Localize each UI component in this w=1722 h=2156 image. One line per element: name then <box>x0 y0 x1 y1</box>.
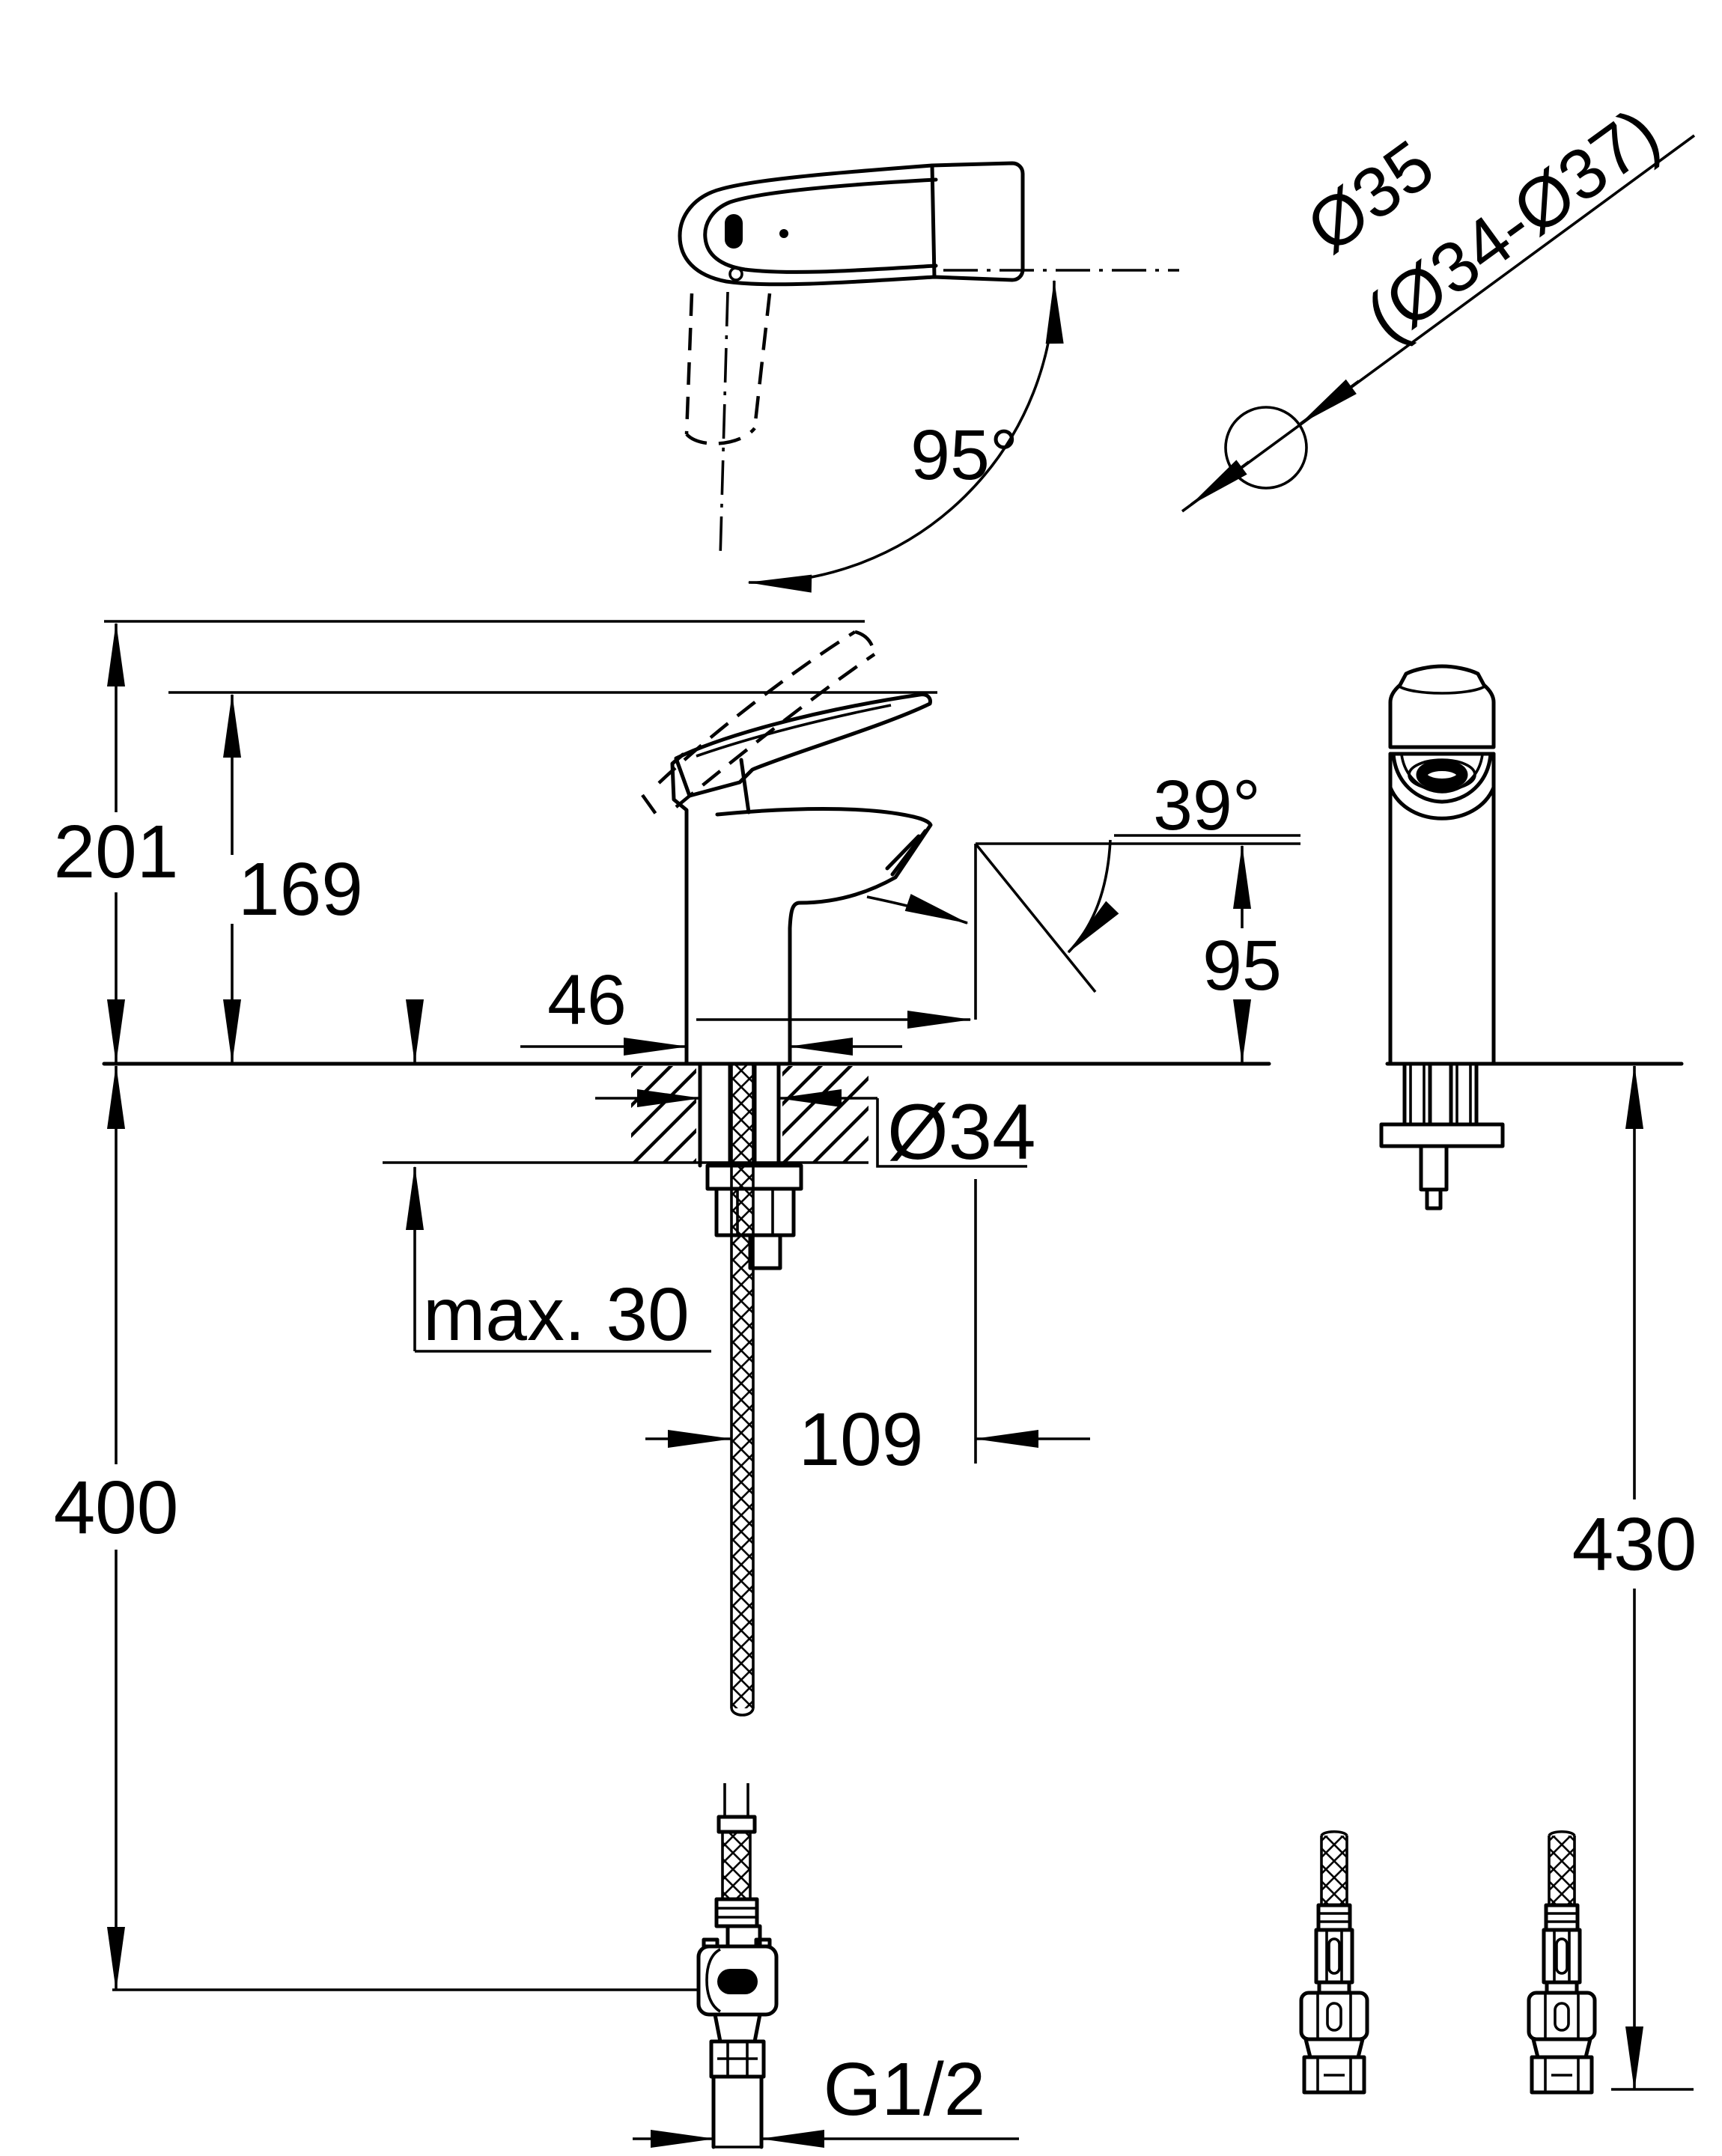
connector-ferrule <box>1316 1903 1352 1932</box>
dim-46-label: 46 <box>547 960 627 1040</box>
dim-95-label: 95 <box>1202 926 1282 1005</box>
front-stud-tip <box>1425 1187 1443 1211</box>
side-view-dimensions: 201 169 46 95 Ø34 max. 30 109 400 <box>54 620 1282 1991</box>
lever-open-dashed-bottom <box>675 653 876 808</box>
g12-collar <box>717 1815 757 1834</box>
handle-base-dashed-left <box>684 293 694 435</box>
dim-o34-label: Ø34 <box>887 1088 1035 1176</box>
connector-nut-slot <box>1326 2002 1342 2032</box>
spout-angle-label: 39° <box>1153 766 1261 845</box>
dim-109-label: 109 <box>799 1398 924 1482</box>
hole-leader-line <box>1181 134 1696 513</box>
front-handle <box>1388 664 1496 749</box>
swivel-arc <box>747 279 1064 593</box>
hole-diameter-callout: Ø35 (Ø34-Ø37) <box>1181 93 1696 513</box>
stream-small-arc <box>866 894 969 925</box>
faucet-side-view: 39° <box>102 630 1300 1717</box>
handle-base-dashed-bottom <box>685 427 756 445</box>
front-spout-recess-outer <box>1391 752 1493 804</box>
supply-hose-connectors <box>1299 1830 1595 2095</box>
handle-centerline-vertical <box>719 291 729 558</box>
front-washer-plate <box>1379 1122 1505 1148</box>
handle-slot <box>725 214 743 249</box>
g12-elbow-slot <box>717 1969 758 1994</box>
hole-arrow-upper <box>1299 379 1360 425</box>
hose-end-cap <box>730 1708 755 1717</box>
hose-braid <box>731 1065 753 1708</box>
g12-elbow-cap <box>705 1948 722 2013</box>
handle-pin <box>728 267 743 281</box>
dim-430-label: 430 <box>1572 1502 1697 1586</box>
dim-g12-label: G1/2 <box>824 2047 986 2131</box>
lever-open-dashed-tip <box>854 630 877 655</box>
g12-taper <box>713 2012 762 2044</box>
aerator-face-line1 <box>890 829 928 877</box>
front-aerator-ring <box>1416 760 1468 790</box>
front-handle-top-arc <box>1399 685 1485 695</box>
connector-braid <box>1321 1836 1347 1905</box>
handle-top-inner-line <box>703 177 938 274</box>
dim-max30-label: max. 30 <box>423 1273 690 1356</box>
dim-169-label: 169 <box>238 847 363 931</box>
connector-coupling <box>1302 2055 1366 2095</box>
g12-connection-assembly: G1/2 <box>633 1783 1019 2149</box>
stream-diagonal-line <box>974 842 1097 993</box>
connector-nut <box>1299 1991 1369 2041</box>
dim-201-label: 201 <box>54 810 179 894</box>
counter-hatch-right <box>782 1066 868 1163</box>
shank-step <box>748 1233 782 1270</box>
lever-closed <box>674 692 932 798</box>
front-body-sweep-arc <box>1388 785 1496 820</box>
hose-connector-left <box>1299 1830 1369 2095</box>
faucet-front-view: 430 <box>1379 664 1697 2091</box>
front-spout-recess-inner <box>1400 754 1484 794</box>
lever-top-line <box>696 704 892 758</box>
spout-outline <box>715 807 933 1066</box>
spout-angle-arc <box>1067 839 1119 954</box>
counter-hatch-left <box>631 1066 696 1163</box>
front-stud <box>1419 1144 1449 1192</box>
connector-braid-cap <box>1320 1830 1348 1837</box>
shank-nut <box>714 1187 796 1237</box>
hole-arrow-lower <box>1190 460 1250 506</box>
aerator-face-line2 <box>885 834 921 871</box>
connector-taper <box>1303 2037 1365 2059</box>
handle-top-view: 95° <box>678 161 1179 593</box>
g12-braid <box>722 1832 750 1899</box>
connector-sleeve-slot <box>1327 1937 1341 1975</box>
lever-open-dashed-top <box>657 630 857 785</box>
handle-dot <box>779 229 788 238</box>
g12-ferrule <box>714 1897 759 1928</box>
hose-connector-right <box>1529 1832 1595 2092</box>
lever-open-dashed-heel <box>641 794 659 817</box>
g12-nut <box>709 2039 766 2079</box>
handle-base-dashed-right <box>752 293 772 429</box>
dim-400-label: 400 <box>54 1466 179 1550</box>
dim-o34-leader <box>876 1098 1027 1168</box>
handle-grip-seam <box>930 163 937 279</box>
cartridge-seam <box>739 758 751 814</box>
mounting-hole-circle <box>1224 406 1308 490</box>
swivel-angle-label: 95° <box>910 415 1018 495</box>
